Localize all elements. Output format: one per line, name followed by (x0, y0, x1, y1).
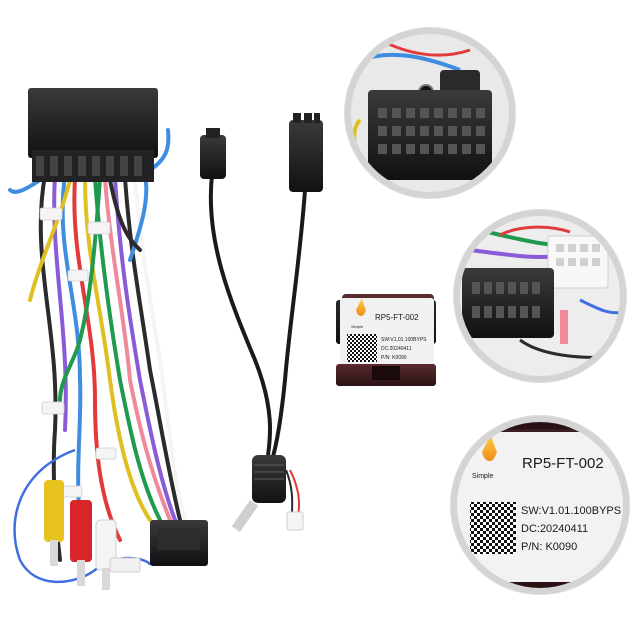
canbus-module: Simple RP5-FT-002 SW:V1.01.100BYPS DC:20… (336, 294, 436, 386)
antenna-adapter (200, 113, 323, 532)
zoom-circle-label: Simple RP5-FT-002 SW:V1.01.100BYPS DC:20… (450, 415, 630, 595)
label-dc: DC:20240411 (521, 523, 588, 535)
flame-icon (356, 298, 366, 316)
label-brand: Simple (472, 473, 494, 480)
module-sw: SW:V1.01.100BYPS (381, 337, 427, 343)
label-pn: P/N: K0090 (521, 541, 577, 553)
rca-plugs (44, 480, 117, 590)
qr-code-icon (347, 334, 377, 362)
main-connector (28, 88, 158, 158)
module-pn: P/N: K0090 (381, 355, 407, 361)
label-sw: SW:V1.01.100BYPS (521, 505, 621, 517)
module-dc: DC:20240411 (381, 346, 412, 352)
module-brand: Simple (351, 324, 364, 329)
zoom-circle-plug (453, 209, 627, 383)
flame-icon (482, 434, 497, 461)
qr-code-icon (470, 502, 516, 554)
wiring-harness (8, 88, 208, 590)
zoom-circle-connector (344, 27, 516, 199)
label-model: RP5-FT-002 (522, 455, 604, 472)
module-model: RP5-FT-002 (375, 313, 419, 322)
